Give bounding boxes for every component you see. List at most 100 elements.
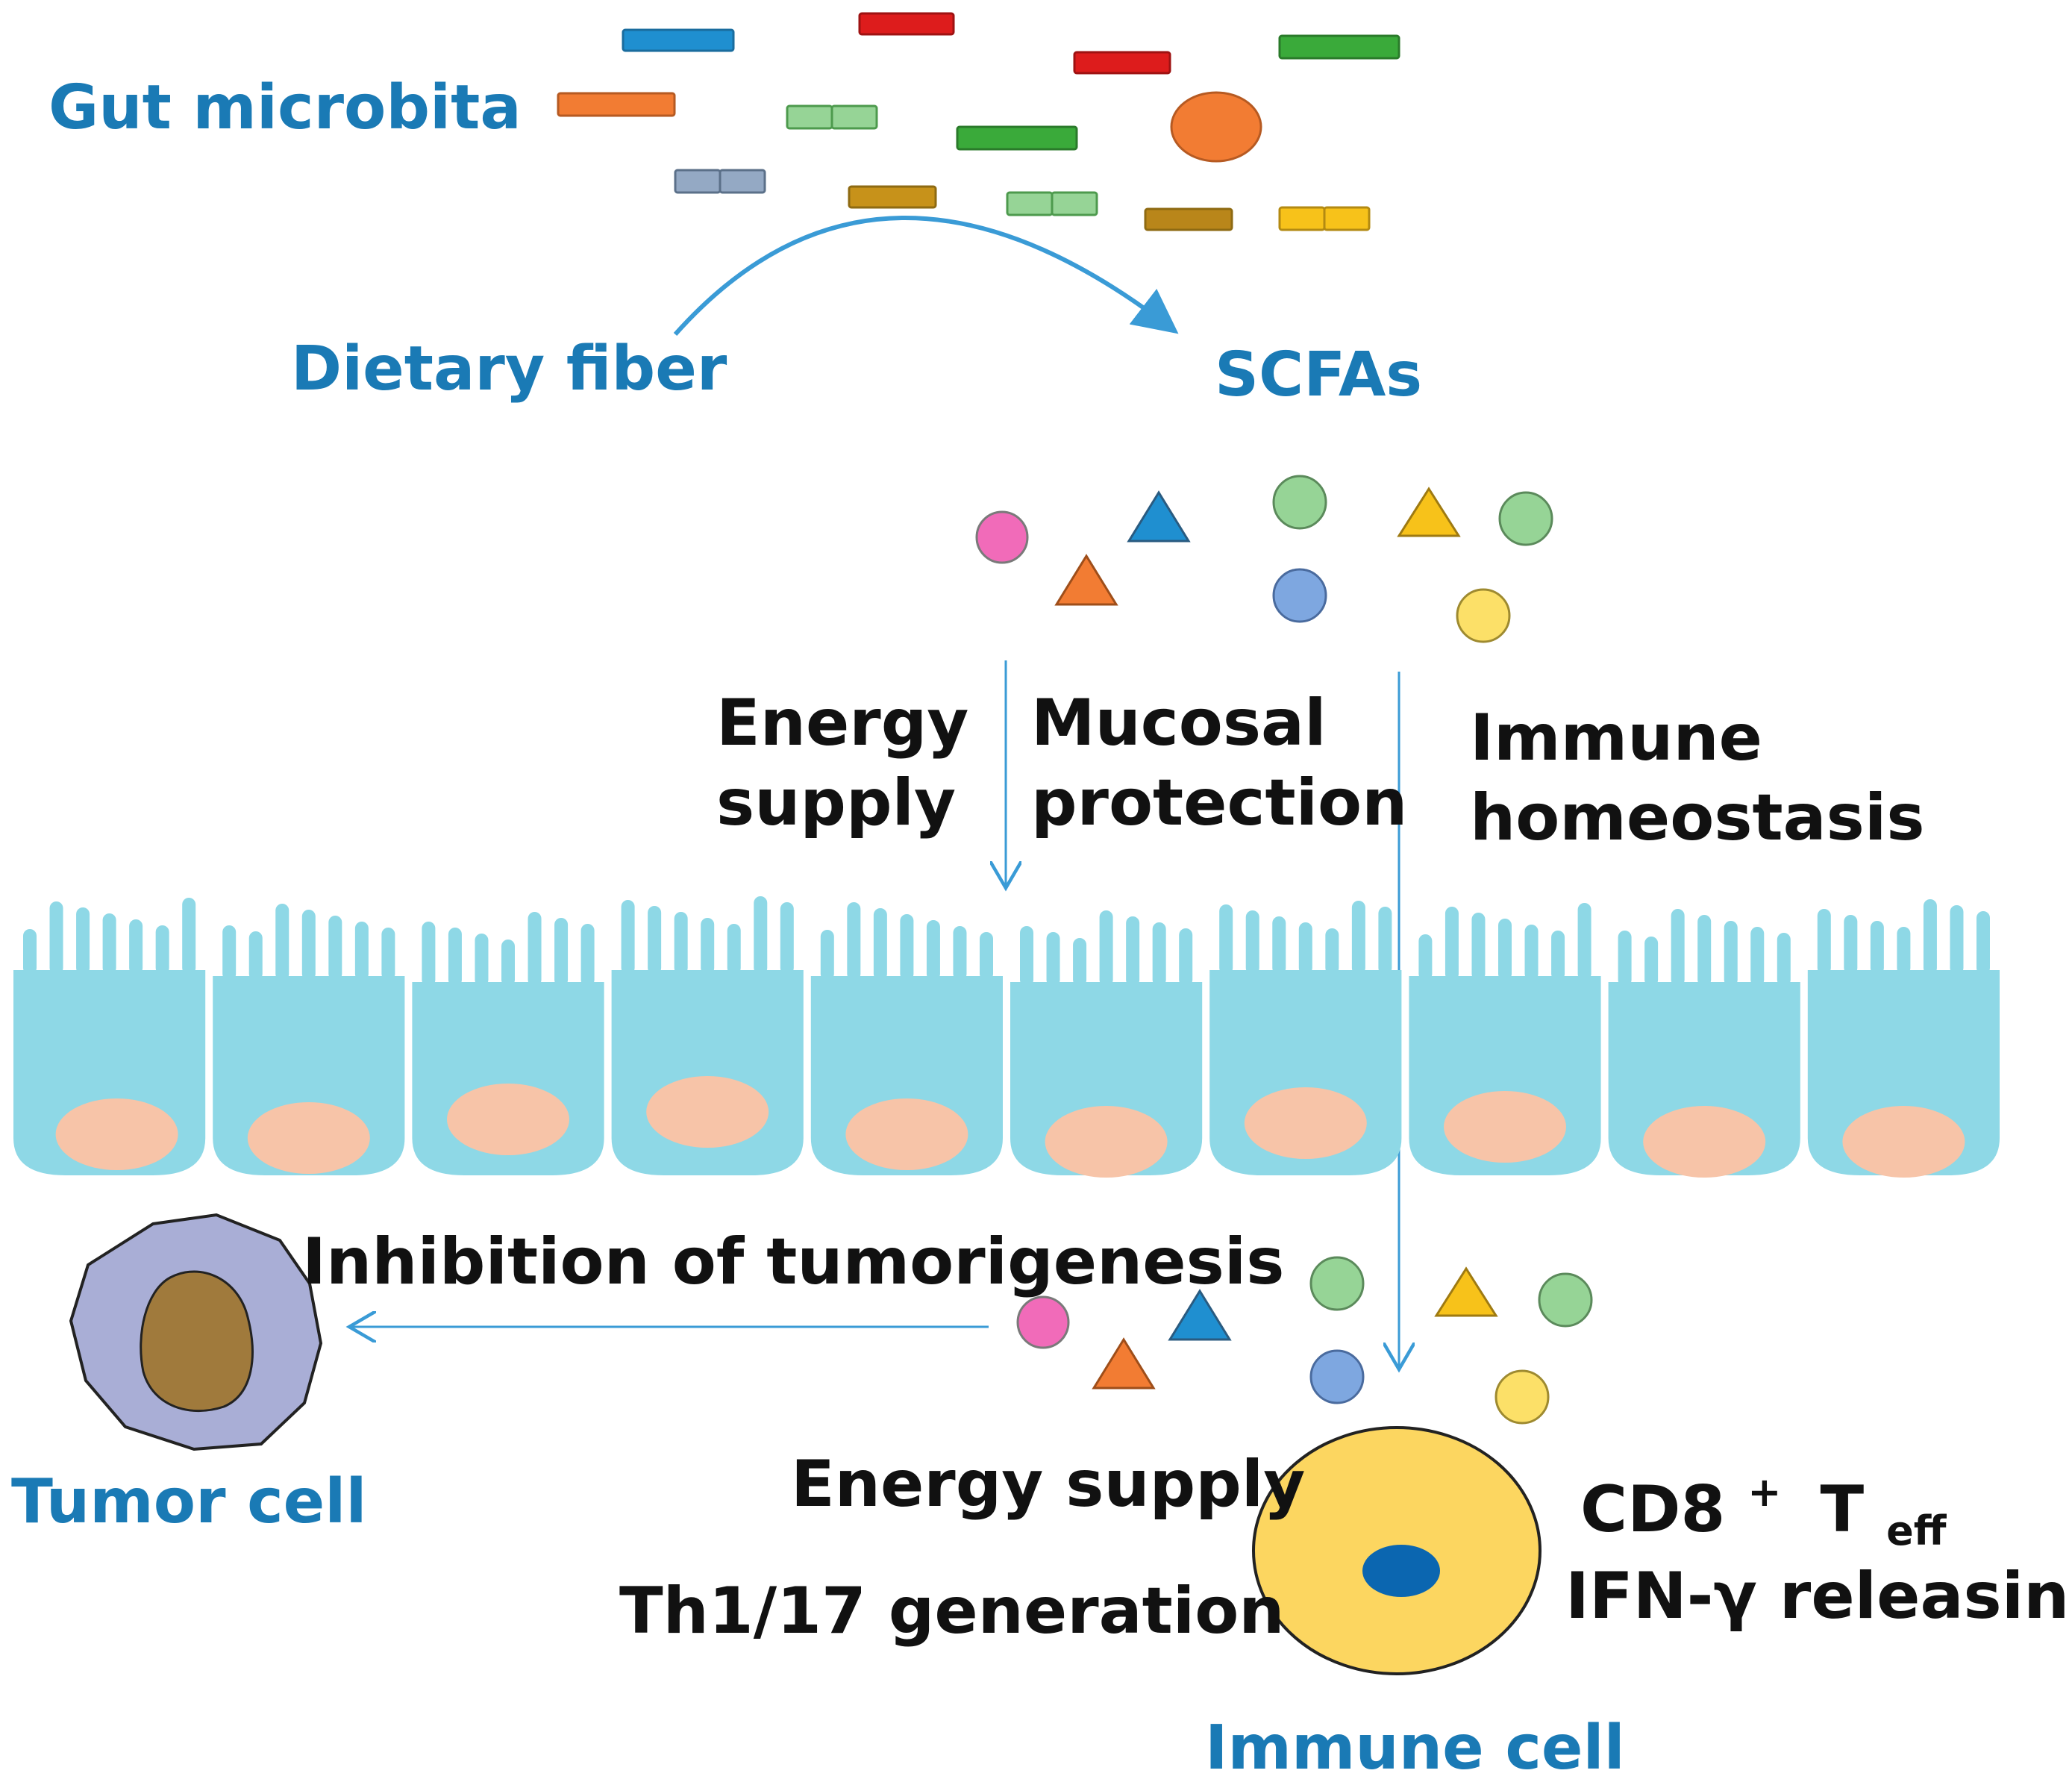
gut-microbiota-label: Gut microbita — [48, 72, 522, 143]
microvillus — [501, 940, 515, 987]
microvillus — [621, 900, 635, 975]
microvillus — [354, 922, 369, 981]
molecule-pink — [1016, 1295, 1070, 1349]
bacterium-red — [1073, 51, 1171, 75]
microvillus — [1219, 904, 1233, 975]
bacterium-lightgreen — [830, 104, 878, 130]
fermentation-arrow — [673, 216, 1179, 336]
mucosal-line1: Mucosal — [1031, 686, 1327, 760]
immune-line1: Immune — [1470, 701, 1762, 775]
microvillus — [980, 932, 993, 981]
microvillus — [1445, 907, 1459, 981]
microvillus — [580, 924, 595, 987]
microvillus — [1817, 909, 1831, 975]
molecule-lightblue — [1309, 1349, 1365, 1404]
molecule-yellow-triangle — [1434, 1266, 1498, 1317]
microvillus — [1272, 916, 1286, 975]
cd8-sup: + — [1747, 1469, 1781, 1516]
microvillus — [1325, 928, 1339, 975]
microvillus — [1298, 922, 1312, 975]
scfa-molecules-bottom — [1016, 1256, 1593, 1425]
molecule-yellow-triangle — [1397, 487, 1461, 537]
microvillus — [1844, 915, 1858, 975]
microvillus — [1126, 916, 1140, 987]
bacterium-blue — [622, 28, 735, 52]
scfas-label: SCFAs — [1215, 340, 1422, 410]
molecule-yellow — [1494, 1369, 1550, 1425]
molecule-blue-triangle — [1168, 1289, 1232, 1341]
molecule-lightblue — [1272, 568, 1327, 623]
immune-cell-label: Immune cell — [1205, 1713, 1625, 1784]
microvillus — [1351, 901, 1365, 975]
bacterium-yellow — [1323, 206, 1371, 231]
microvillus — [847, 902, 861, 981]
microvillus — [674, 912, 688, 975]
energy-supply-line1: Energy — [716, 686, 968, 760]
bacterium-yellow — [1278, 206, 1326, 231]
epithelial-nucleus — [646, 1076, 769, 1148]
microvillus — [926, 920, 940, 981]
epithelial-nucleus — [845, 1098, 968, 1170]
bacterium-green — [1278, 34, 1400, 60]
microvillus — [1750, 927, 1765, 987]
microvillus — [1644, 937, 1659, 987]
microvillus — [422, 922, 436, 987]
epithelial-nucleus — [55, 1098, 178, 1170]
microvillus — [1046, 932, 1060, 987]
epithelial-nucleus — [247, 1102, 370, 1174]
immune-nucleus — [1362, 1545, 1440, 1597]
epithelial-nucleus — [1842, 1106, 1965, 1178]
microvillus — [328, 916, 342, 981]
microvillus — [1950, 905, 1964, 975]
bacterium-orange — [557, 92, 676, 117]
bacterium-red — [858, 12, 955, 36]
mucosal-protection-label: Mucosal protection — [1031, 686, 1407, 840]
microvillus — [1551, 931, 1565, 981]
microvillus — [275, 904, 289, 981]
immune-line2: homeostasis — [1470, 781, 1925, 855]
molecule-green — [1309, 1256, 1365, 1311]
energy-supply-label: Energy supply — [716, 686, 991, 840]
microvillus — [701, 918, 715, 975]
microvillus — [129, 919, 143, 975]
bacterium-lightgreen — [1051, 191, 1098, 216]
microvillus — [1378, 907, 1392, 975]
microvillus — [1020, 926, 1033, 987]
molecule-yellow — [1456, 588, 1511, 643]
microvillus — [182, 898, 196, 975]
microvillus — [900, 914, 914, 981]
bacterium-ochre — [848, 185, 937, 209]
microvillus — [23, 929, 37, 975]
microvillus — [1577, 903, 1591, 981]
energy-supply-line2: supply — [716, 766, 956, 840]
microvillus — [222, 925, 237, 981]
inhibition-label: Inhibition of tumorigenesis — [302, 1225, 1284, 1299]
tumor-cell-label: Tumor cell — [11, 1466, 367, 1537]
microvillus — [102, 913, 116, 975]
teff-sub: eff — [1886, 1507, 1947, 1554]
molecule-pink — [975, 510, 1029, 564]
bacterium-grayblue — [719, 169, 766, 194]
microvillus — [1923, 899, 1937, 975]
microvillus — [754, 896, 768, 975]
microvillus — [528, 912, 542, 987]
microvillus — [820, 930, 834, 981]
gut-bacteria-group — [557, 12, 1400, 231]
bacterium-green — [956, 125, 1078, 151]
molecule-orange-triangle — [1054, 554, 1118, 606]
microvillus — [727, 924, 741, 975]
microvillus — [873, 908, 887, 981]
microvillus — [1073, 938, 1087, 987]
microvillus — [1099, 910, 1113, 987]
immune-homeostasis-label: Immune homeostasis — [1470, 701, 1925, 855]
bacterium-lightgreen — [786, 104, 833, 130]
microvillus — [1524, 925, 1539, 981]
microvillus — [953, 926, 967, 981]
cd8-teff-label: CD8 + T eff — [1580, 1447, 1947, 1554]
microvillus — [1618, 931, 1632, 987]
ifn-label: IFN-γ releasing — [1565, 1559, 2072, 1634]
bacterium-ochre — [1144, 207, 1233, 231]
bacterium-grayblue — [674, 169, 722, 194]
microvillus — [1870, 921, 1884, 975]
